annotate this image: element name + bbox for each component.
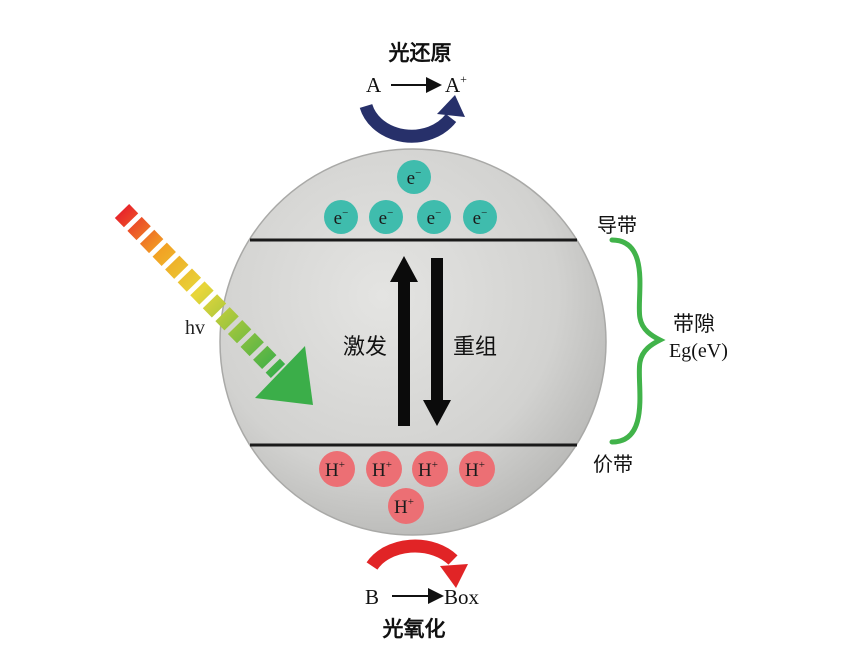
svg-text:H+: H+ bbox=[372, 459, 392, 481]
reduction-curved-arrow bbox=[359, 95, 465, 143]
light-label: hv bbox=[185, 317, 205, 339]
electron: e− bbox=[324, 200, 358, 234]
oxidation-reactant: B bbox=[365, 585, 379, 609]
light-beam bbox=[114, 204, 313, 405]
recombination-label: 重组 bbox=[453, 335, 497, 360]
hole: H+ bbox=[388, 488, 424, 524]
hole: H+ bbox=[459, 451, 495, 487]
reduction-title: 光还原 bbox=[388, 41, 452, 65]
semiconductor-particle bbox=[219, 148, 607, 536]
hole: H+ bbox=[366, 451, 402, 487]
svg-text:e−: e− bbox=[334, 207, 349, 229]
reduction-product: A+ bbox=[445, 72, 467, 97]
svg-text:e−: e− bbox=[473, 207, 488, 229]
electron: e− bbox=[417, 200, 451, 234]
electron: e− bbox=[369, 200, 403, 234]
holes: H+ H+ H+ H+ H+ bbox=[319, 451, 495, 524]
reduction-reactant: A bbox=[366, 73, 382, 97]
hole: H+ bbox=[319, 451, 355, 487]
svg-text:H+: H+ bbox=[465, 459, 485, 481]
band-gap-bracket bbox=[609, 237, 666, 445]
svg-text:e−: e− bbox=[407, 167, 422, 189]
electron: e− bbox=[463, 200, 497, 234]
excitation-arrow bbox=[390, 256, 418, 426]
oxidation-curved-arrow bbox=[366, 539, 468, 588]
conduction-band-label: 导带 bbox=[597, 213, 637, 237]
svg-text:e−: e− bbox=[379, 207, 394, 229]
oxidation-title: 光氧化 bbox=[382, 617, 446, 641]
svg-text:e−: e− bbox=[427, 207, 442, 229]
svg-text:H+: H+ bbox=[325, 459, 345, 481]
recombination-arrow bbox=[423, 258, 451, 426]
band-gap-unit: Eg(eV) bbox=[669, 340, 728, 362]
oxidation-product: Box bbox=[444, 585, 480, 609]
svg-text:H+: H+ bbox=[418, 459, 438, 481]
band-gap-label: 带隙 bbox=[673, 312, 715, 336]
svg-text:H+: H+ bbox=[394, 496, 414, 518]
excitation-label: 激发 bbox=[343, 335, 387, 360]
valence-band-label: 价带 bbox=[593, 452, 633, 476]
electron: e− bbox=[397, 160, 431, 194]
hole: H+ bbox=[412, 451, 448, 487]
electrons: e− e− e− e− e− bbox=[324, 160, 497, 234]
